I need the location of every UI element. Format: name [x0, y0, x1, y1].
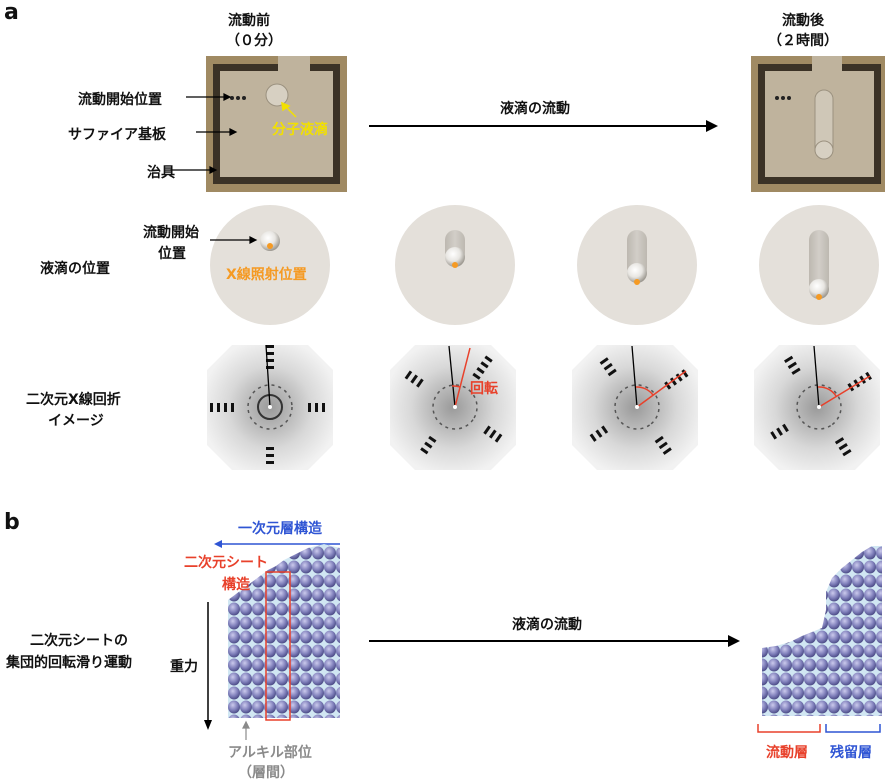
- gravity-arrow: [204, 602, 212, 730]
- residual-layer-bracket: [825, 724, 881, 733]
- label-alkyl-2: （層間）: [238, 765, 294, 781]
- label-molecular-droplet: 分子液滴: [272, 122, 328, 138]
- label-residual-layer: 残留層: [830, 745, 872, 761]
- xrd-image-4: [754, 345, 880, 470]
- before-title-2: （０分）: [226, 33, 282, 49]
- label-xray-position: X線照射位置: [226, 267, 307, 283]
- label-one-d-layer: 一次元層構造: [238, 521, 322, 537]
- flow-arrow-a: [369, 120, 718, 132]
- label-start-position: 流動開始位置: [78, 92, 162, 108]
- droplet-yellow-arrow: [281, 101, 297, 118]
- label-two-d-sheet-2: 構造: [222, 577, 250, 593]
- disk-1: [210, 205, 330, 325]
- label-alkyl-1: アルキル部位: [228, 745, 312, 761]
- photo-label-arrows: [170, 93, 238, 174]
- label-two-d-sheet-1: 二次元シート: [184, 555, 268, 571]
- molecular-stack-after: [762, 546, 882, 716]
- after-title-2: （２時間）: [768, 33, 838, 49]
- xrd-image-1: [207, 344, 333, 470]
- label-gravity: 重力: [170, 659, 198, 675]
- label-substrate: サファイア基板: [68, 127, 166, 143]
- alkyl-arrow: [242, 720, 250, 740]
- disk-2: [395, 205, 515, 325]
- label-collective-2: 集団的回転滑り運動: [6, 655, 132, 671]
- before-title-1: 流動前: [228, 13, 270, 29]
- label-droplet-flow-a: 液滴の流動: [500, 101, 570, 117]
- panel-b-letter: b: [4, 510, 20, 535]
- after-title-1: 流動後: [782, 13, 824, 29]
- start-position-arrow: [210, 236, 258, 244]
- photo-after: [751, 56, 885, 192]
- molecular-stack-before: [228, 544, 340, 718]
- label-rotation: 回転: [470, 381, 498, 397]
- disk-3: [577, 205, 697, 325]
- label-flow-start-1: 流動開始: [143, 225, 199, 241]
- label-droplet-position: 液滴の位置: [40, 261, 110, 277]
- xrd-image-2: [390, 345, 516, 470]
- label-jig: 治具: [147, 165, 175, 181]
- photo-before: [206, 56, 347, 192]
- label-droplet-flow-b: 液滴の流動: [512, 617, 582, 633]
- two-d-sheet-box: [265, 571, 291, 721]
- label-flow-layer: 流動層: [766, 745, 808, 761]
- one-d-layer-arrow: [214, 540, 340, 548]
- label-xrd-2: イメージ: [48, 413, 104, 429]
- disk-4: [759, 205, 879, 325]
- label-collective-1: 二次元シートの: [30, 633, 128, 649]
- xrd-image-3: [572, 345, 698, 470]
- flow-arrow-b: [369, 635, 740, 647]
- flow-layer-bracket: [757, 724, 821, 733]
- panel-a-letter: a: [4, 0, 19, 25]
- label-xrd-1: 二次元X線回折: [26, 392, 121, 408]
- label-flow-start-2: 位置: [158, 246, 186, 262]
